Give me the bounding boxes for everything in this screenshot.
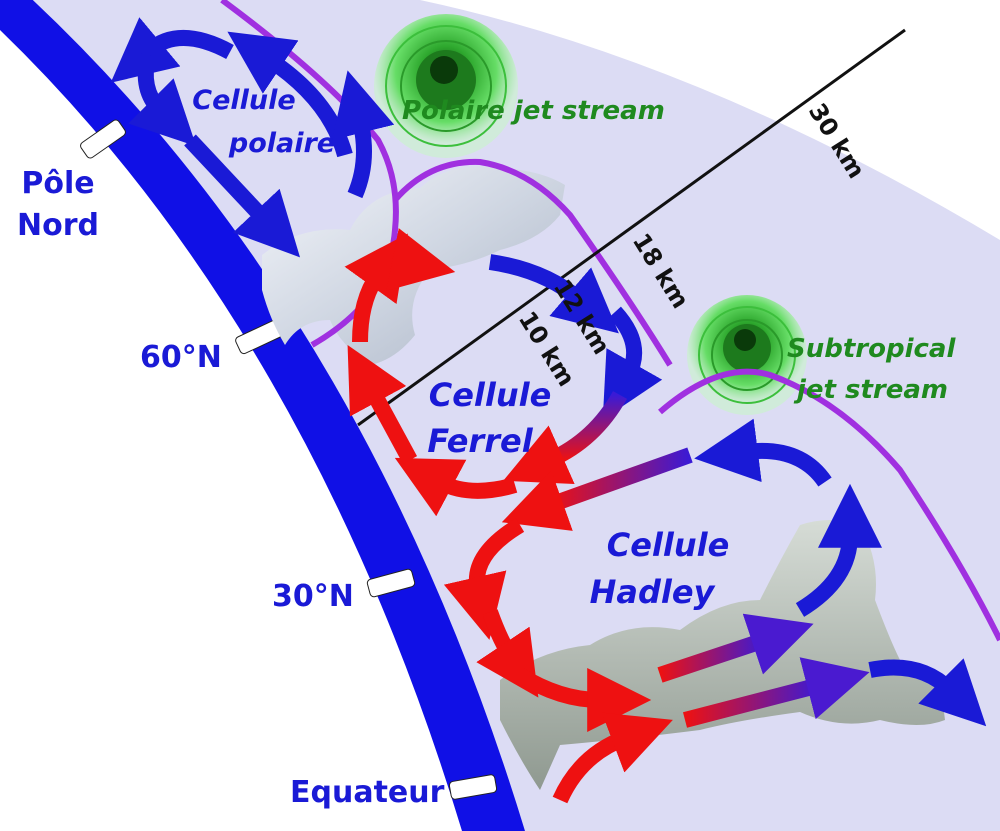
label-subtropical-jet-line2: jet stream — [793, 375, 948, 405]
label-60n: 60°N — [140, 340, 222, 375]
hadley-cell-arrows — [443, 418, 987, 804]
tick-pole — [80, 119, 126, 159]
earth-surface — [0, 0, 525, 831]
polar-cell-arrows — [110, 17, 395, 258]
label-ferrel-cell-line1: Cellule — [429, 376, 552, 414]
ferrel-tropopause — [392, 158, 673, 367]
label-polar-jet: Polaire jet stream — [402, 96, 665, 126]
upper-space — [150, 0, 1000, 240]
label-subtropical-jet-line1: Subtropical — [787, 334, 956, 364]
tick-30 — [366, 568, 416, 598]
polar-jet-icon — [374, 14, 518, 158]
label-ferrel-cell-line2: Ferrel — [427, 422, 533, 460]
altitude-axis — [357, 28, 906, 427]
ferrel-cell-arrows — [344, 228, 663, 517]
label-30n: 30°N — [272, 579, 354, 614]
hadley-tropopause — [658, 368, 1000, 642]
label-equator: Equateur — [290, 775, 445, 810]
label-hadley-cell-line1: Cellule — [607, 526, 730, 564]
label-pole-line1: Pôle — [21, 166, 94, 201]
label-pole-line2: Nord — [17, 208, 99, 243]
label-polar-cell-line2: polaire — [228, 128, 335, 159]
label-hadley-cell-line2: Hadley — [590, 573, 716, 611]
label-polar-cell-line1: Cellule — [192, 85, 295, 116]
subtropical-jet-icon — [687, 295, 807, 415]
tick-equator — [448, 774, 498, 800]
